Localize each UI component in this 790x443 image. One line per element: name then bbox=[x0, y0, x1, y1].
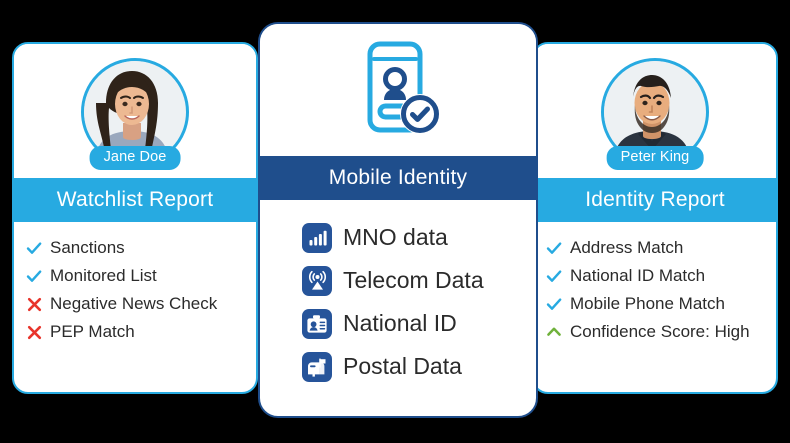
list-item-label: PEP Match bbox=[50, 322, 135, 341]
list-item[interactable]: MNO data bbox=[302, 216, 536, 259]
list-item-label: Address Match bbox=[570, 238, 684, 257]
list-item-label: Telecom Data bbox=[343, 267, 484, 293]
mobile-identity-verified-icon bbox=[260, 24, 536, 156]
mobile-identity-banner: Mobile Identity bbox=[260, 156, 536, 200]
signal-bars-icon bbox=[302, 222, 332, 253]
list-item[interactable]: Confidence Score: High bbox=[544, 318, 776, 346]
id-card-icon bbox=[302, 308, 332, 339]
list-item[interactable]: Mobile Phone Match bbox=[544, 290, 776, 318]
list-item[interactable]: Negative News Check bbox=[24, 290, 256, 318]
banner-title: Mobile Identity bbox=[328, 166, 468, 189]
list-item-label: Sanctions bbox=[50, 238, 125, 257]
avatar bbox=[81, 58, 189, 166]
avatar-name-badge: Peter King bbox=[606, 146, 704, 170]
check-icon bbox=[24, 238, 44, 258]
list-item[interactable]: Telecom Data bbox=[302, 259, 536, 302]
cross-icon bbox=[24, 322, 44, 342]
list-item[interactable]: Postal Data bbox=[302, 345, 536, 388]
list-item-label: Negative News Check bbox=[50, 294, 218, 313]
avatar-area-right: Peter King bbox=[534, 44, 776, 178]
list-item-label: Postal Data bbox=[343, 353, 462, 379]
list-item-label: National ID bbox=[343, 310, 457, 336]
mailbox-icon bbox=[302, 351, 332, 382]
check-icon bbox=[544, 238, 564, 258]
avatar-name-badge: Jane Doe bbox=[89, 146, 181, 170]
watchlist-report-card[interactable]: Jane Doe Watchlist Report Sanctions Moni… bbox=[12, 42, 258, 394]
watchlist-report-banner: Watchlist Report bbox=[14, 178, 256, 222]
list-item-label: Monitored List bbox=[50, 266, 157, 285]
list-item-label: Mobile Phone Match bbox=[570, 294, 725, 313]
check-icon bbox=[544, 266, 564, 286]
mobile-identity-card[interactable]: Mobile Identity MNO data bbox=[258, 22, 538, 418]
list-item[interactable]: Sanctions bbox=[24, 234, 256, 262]
banner-title: Watchlist Report bbox=[56, 188, 214, 211]
portrait-photo-woman-icon bbox=[84, 61, 186, 163]
list-item-label: Confidence Score: High bbox=[570, 322, 750, 341]
list-item[interactable]: PEP Match bbox=[24, 318, 256, 346]
identity-report-card[interactable]: Peter King Identity Report Address Match… bbox=[532, 42, 778, 394]
chevron-up-icon bbox=[544, 322, 564, 342]
list-item-label: MNO data bbox=[343, 224, 448, 250]
identity-report-banner: Identity Report bbox=[534, 178, 776, 222]
list-item-label: National ID Match bbox=[570, 266, 706, 285]
list-item[interactable]: National ID bbox=[302, 302, 536, 345]
check-icon bbox=[24, 266, 44, 286]
cross-icon bbox=[24, 294, 44, 314]
list-item[interactable]: National ID Match bbox=[544, 262, 776, 290]
banner-title: Identity Report bbox=[585, 188, 725, 211]
list-item[interactable]: Address Match bbox=[544, 234, 776, 262]
check-icon bbox=[544, 294, 564, 314]
list-item[interactable]: Monitored List bbox=[24, 262, 256, 290]
watchlist-items-list: Sanctions Monitored List Negative News C… bbox=[14, 222, 256, 346]
broadcast-tower-icon bbox=[302, 265, 332, 296]
avatar-area-left: Jane Doe bbox=[14, 44, 256, 178]
mobile-identity-features-list: MNO data Telecom Data bbox=[260, 200, 536, 388]
identity-items-list: Address Match National ID Match Mobile P… bbox=[534, 222, 776, 346]
